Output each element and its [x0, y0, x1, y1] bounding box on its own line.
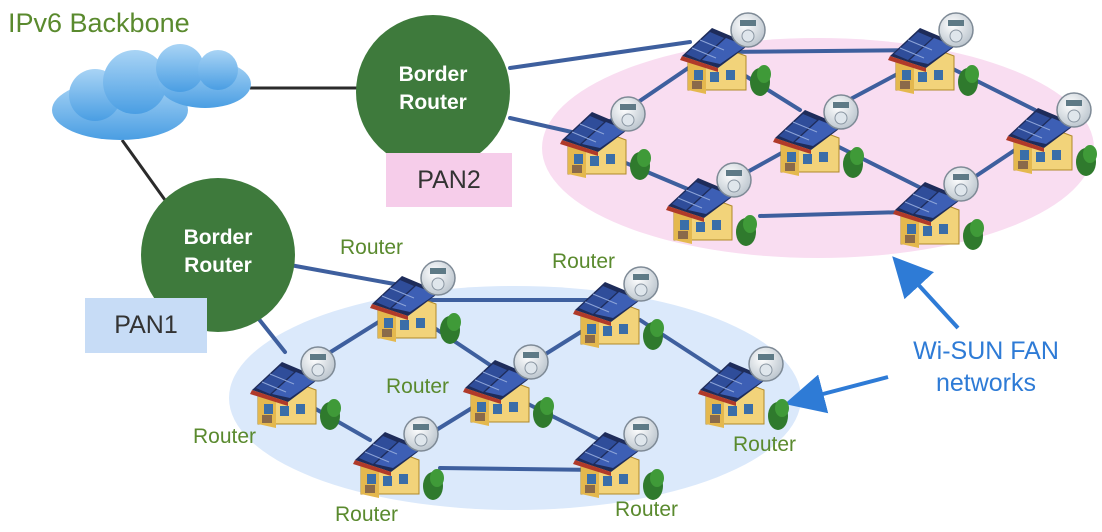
- router-label: Router: [340, 236, 404, 259]
- router-label: Router: [386, 375, 450, 398]
- border-router-pan1: [141, 178, 295, 332]
- pan1-label: PAN1: [114, 311, 178, 339]
- pan1-label-box: [85, 298, 207, 353]
- border-router-pan1-label: Border Router: [168, 224, 268, 280]
- border-router-line1: Border: [183, 226, 253, 249]
- wi-sun-fan-label: Wi-SUN FAN networks: [886, 335, 1086, 399]
- border-router-line2: Router: [399, 91, 467, 114]
- wi-sun-line1: Wi-SUN FAN: [913, 337, 1059, 365]
- router-label: Router: [193, 425, 257, 448]
- border-router-pan2-label: Border Router: [383, 61, 483, 117]
- border-router-line1: Border: [398, 63, 468, 86]
- border-router-pan2: [356, 15, 510, 169]
- router-label: Router: [733, 433, 797, 456]
- cloud-icon: [52, 44, 251, 140]
- pan2-label-box: [386, 153, 512, 207]
- pan2-label: PAN2: [417, 165, 481, 194]
- backbone-links: [120, 86, 365, 201]
- border-router-line2: Router: [184, 254, 252, 277]
- router-label: Router: [615, 498, 679, 521]
- router-label: Router: [552, 250, 616, 273]
- wi-sun-line2: networks: [935, 369, 1037, 397]
- ipv6-backbone-title: IPv6 Backbone: [8, 8, 190, 38]
- house-meter-icon: [887, 12, 980, 97]
- router-label: Router: [335, 503, 399, 526]
- wi-sun-arrows: [784, 256, 960, 414]
